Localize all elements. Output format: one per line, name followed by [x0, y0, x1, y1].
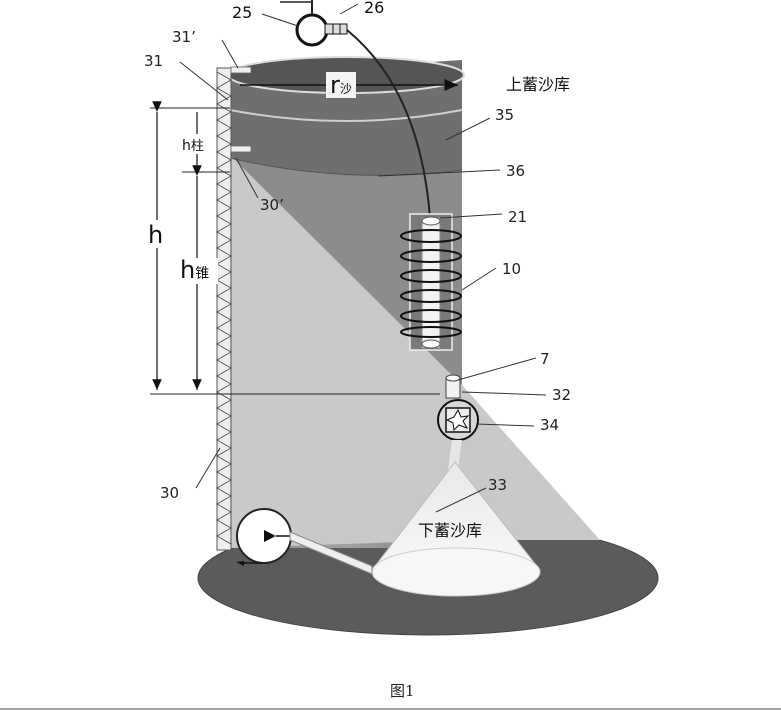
falling-sand	[448, 440, 462, 470]
return-arrow	[236, 561, 244, 566]
sensor-cap	[421, 216, 441, 226]
label-34: 34	[540, 416, 559, 434]
h-total-label: h	[148, 221, 163, 249]
label-35: 35	[495, 106, 514, 124]
label-31: 31	[144, 52, 163, 70]
label-32: 32	[552, 386, 571, 404]
label-upper-reservoir: 上蓄沙库	[506, 75, 570, 94]
sensor-31p	[230, 66, 252, 74]
sand-slope-region	[230, 155, 600, 548]
radius-label-box	[326, 72, 356, 98]
label-lower-reservoir: 下蓄沙库	[418, 521, 482, 540]
h-col-label: h柱	[182, 138, 204, 154]
label-31p: 31’	[172, 28, 196, 46]
valve-star	[445, 408, 470, 432]
label-30: 30	[160, 484, 179, 502]
sensor-bottom-cap	[421, 339, 441, 349]
sand-slope-mid	[230, 155, 462, 385]
radius-label: r沙	[330, 71, 352, 99]
label-7: 7	[540, 350, 550, 368]
scale-ruler	[216, 67, 232, 551]
label-10: 10	[502, 260, 521, 278]
label-26: 26	[364, 0, 384, 17]
label-25: 25	[232, 3, 252, 22]
scale-ruler-zigzag	[216, 71, 232, 545]
figure-caption: 图1	[390, 682, 415, 700]
return-pipe	[289, 531, 373, 575]
pulley-wheel	[295, 13, 329, 47]
cable	[346, 29, 431, 219]
label-33: 33	[488, 476, 507, 494]
h-col-bg	[180, 134, 214, 154]
ring-35	[229, 109, 463, 122]
h-cone-bg	[178, 258, 218, 284]
h-total-bg	[143, 220, 171, 248]
sensor-30p	[230, 145, 252, 153]
label-21: 21	[508, 208, 527, 226]
label-30p: 30’	[260, 196, 284, 214]
return-pump-arrow	[264, 530, 276, 542]
outlet-pipe-top	[445, 374, 461, 382]
h-cone-label: h锥	[180, 256, 209, 284]
pulley-clamp	[324, 23, 348, 35]
lower-cone-base	[371, 547, 541, 597]
label-36: 36	[506, 162, 525, 180]
coil-10	[400, 229, 462, 338]
